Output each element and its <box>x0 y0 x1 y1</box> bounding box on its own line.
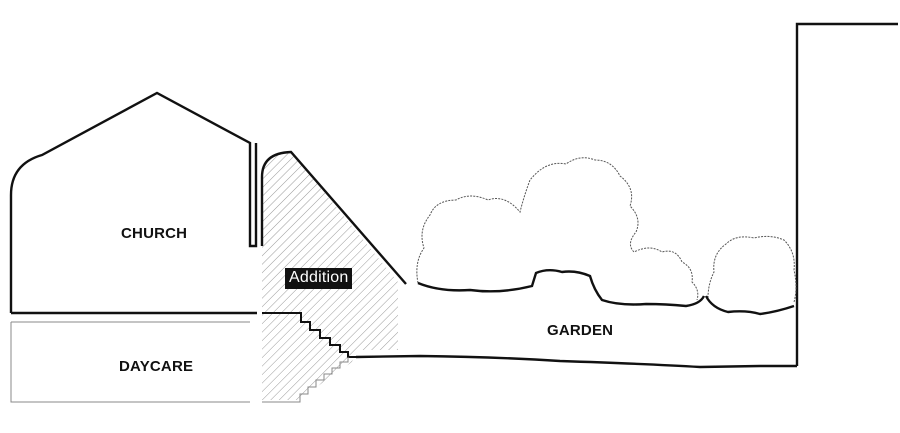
stairs-lower <box>262 357 349 403</box>
boundary-wall <box>795 22 898 366</box>
small-tree-base <box>704 295 795 316</box>
daycare-outline <box>10 322 250 403</box>
daycare-label: DAYCARE <box>119 358 194 375</box>
large-tree-canopy <box>416 157 699 301</box>
large-tree-base <box>417 269 706 308</box>
small-tree-canopy <box>707 235 797 303</box>
addition-roof <box>260 150 407 285</box>
garden-ground-line <box>355 354 797 369</box>
church-outline <box>9 91 258 313</box>
addition-label: Addition <box>285 268 353 289</box>
church-label: CHURCH <box>121 225 188 242</box>
stairs-upper <box>262 312 356 358</box>
garden-label: GARDEN <box>547 322 614 339</box>
